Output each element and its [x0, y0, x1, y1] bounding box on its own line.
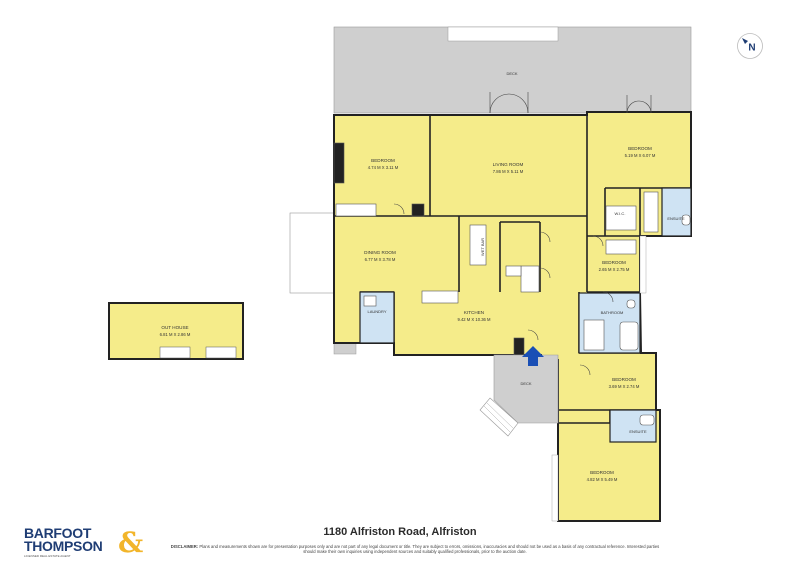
fixtures [333, 142, 691, 426]
bedroom-3-dims: 2.65 M X 2.75 M [599, 267, 630, 272]
dining-dims: 6.77 M X 3.78 M [365, 257, 396, 262]
property-address: 1180 Alfriston Road, Alfriston [323, 526, 477, 538]
bedroom-3-label: BEDROOM [602, 260, 626, 265]
side-patio [289, 212, 335, 294]
kitchen-dims: 9.42 M X 10.36 M [457, 317, 491, 322]
ensuite-1-fill [661, 187, 692, 237]
ensuite-2-label: ENSUITE [629, 429, 647, 434]
entry-arrow-icon [522, 346, 544, 366]
bedroom-5-label: BEDROOM [590, 470, 614, 475]
deck-entry [493, 354, 559, 424]
compass-icon: N [736, 32, 764, 60]
logo-ampersand: & [118, 526, 144, 559]
bathroom-label: BATHROOM [601, 310, 624, 315]
bedroom-2-label: BEDROOM [628, 146, 652, 151]
deck-top-label: DECK [506, 71, 517, 76]
deck-top [333, 26, 692, 114]
bedroom-1-dims: 4.74 M X 3.11 M [368, 165, 399, 170]
wic-label: W.I.C. [615, 211, 626, 216]
logo-line-2: THOMPSON [24, 538, 103, 554]
bedroom-2-dims: 5.19 M X 6.07 M [625, 153, 656, 158]
side-deck-strip-2 [551, 454, 559, 522]
company-logo: BARFOOT THOMPSON LICENSED REAL ESTATE AG… [24, 525, 164, 559]
bedroom-4-label: BEDROOM [612, 377, 636, 382]
out-house-dims: 6.81 M X 2.86 M [160, 332, 191, 337]
living-dims: 7.86 M X 5.11 M [493, 169, 524, 174]
logo-line-1: BARFOOT [24, 525, 92, 541]
ensuite-1-label: ENSUITE [667, 216, 685, 221]
bedroom-5-dims: 4.82 M X 5.49 M [587, 477, 618, 482]
kitchen-label: KITCHEN [464, 310, 484, 315]
doors [393, 92, 652, 376]
deck-top-step [447, 26, 559, 42]
bedroom-4-dims: 3.69 M X 2.74 M [609, 384, 640, 389]
disclaimer-label: DISCLAIMER: [170, 544, 199, 549]
deck-entry-step-lines [483, 402, 514, 433]
bedroom-1-label: BEDROOM [371, 158, 395, 163]
logo-tagline: LICENSED REAL ESTATE AGENT [24, 554, 71, 558]
out-house-fixture-1 [159, 346, 191, 359]
disclaimer-text: Plans and measurements shown are for pre… [199, 544, 660, 555]
deck-entry-steps [479, 397, 519, 437]
living-label: LIVING ROOM [493, 162, 524, 167]
dining-label: DINING ROOM [364, 250, 396, 255]
compass-letter: N [748, 43, 755, 54]
laundry-label: LAUNDRY [367, 309, 386, 314]
side-deck-strip-1 [639, 235, 647, 294]
compass-graphic: N [737, 33, 763, 59]
out-house-fixture-2 [205, 346, 237, 359]
deck-entry-label: DECK [520, 381, 531, 386]
out-house-label: OUT HOUSE [161, 325, 188, 330]
disclaimer: DISCLAIMER: Plans and measurements shown… [165, 544, 665, 555]
wet-bar-label: WET BAR [480, 238, 485, 256]
